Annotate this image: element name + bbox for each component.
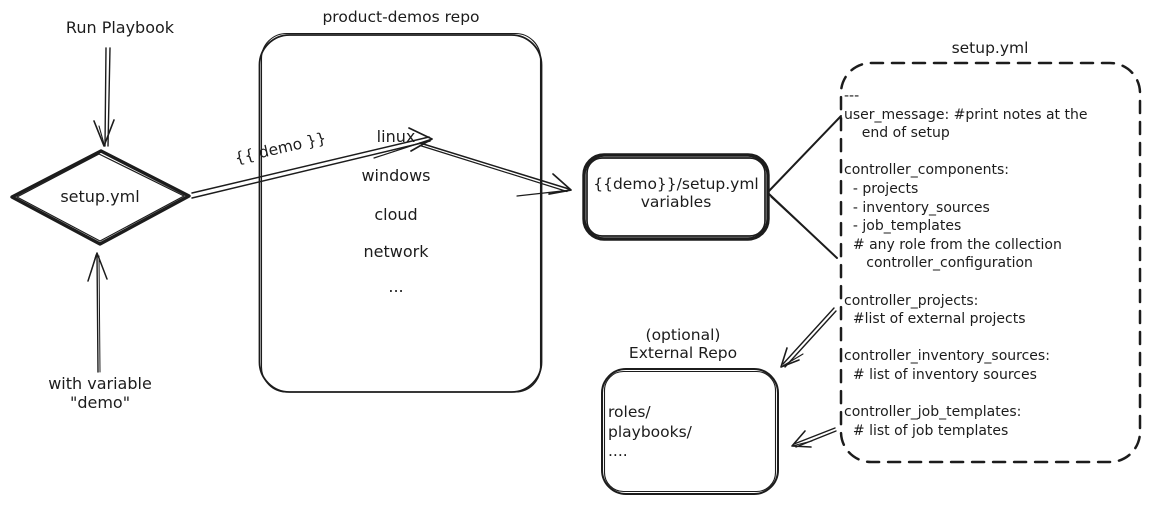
- yaml-line: # list of job templates: [844, 422, 1009, 439]
- external-repo-box-shape: [601, 368, 779, 495]
- with-demo-arrow: [87, 252, 108, 373]
- yaml-line: controller_configuration: [844, 255, 1033, 272]
- repo-item-ellipsis: ...: [388, 277, 404, 296]
- projects-to-external-arrow: [780, 307, 837, 368]
- yaml-line: [844, 386, 1136, 405]
- demo-arrow: [191, 127, 433, 199]
- yaml-line: controller_components:: [844, 162, 1009, 179]
- setup-yml-title: setup.yml: [951, 39, 1029, 57]
- yaml-line: controller_inventory_sources:: [844, 348, 1050, 365]
- diamond-label: setup.yml: [60, 187, 140, 206]
- variables-to-setup-lines: [767, 115, 842, 259]
- with-variable-line2: "demo": [69, 392, 131, 412]
- variables-box-line2: variables: [640, 193, 712, 212]
- variables-box-label: {{demo}}/setup.yml variables: [592, 175, 760, 212]
- repo-item-cloud: cloud: [374, 205, 418, 224]
- jobtemplates-to-external-arrow: [791, 427, 837, 448]
- yaml-line: controller_projects:: [844, 292, 979, 309]
- with-variable-label: with variable "demo": [35, 374, 165, 413]
- yaml-line: end of setup: [844, 125, 950, 142]
- run-playbook-label: Run Playbook: [65, 18, 175, 37]
- yaml-line: [844, 144, 1136, 163]
- run-playbook-arrow: [93, 47, 115, 147]
- setup-diamond-shape: [10, 149, 191, 246]
- repo-box-shape: [258, 32, 543, 393]
- external-repo-content: roles/ playbooks/ ....: [608, 403, 758, 462]
- linux-to-variables-arrow: [419, 142, 572, 197]
- external-repo-item-playbooks: playbooks/: [608, 422, 692, 441]
- yaml-line: - inventory_sources: [844, 199, 990, 216]
- external-repo-item-ellipsis: ....: [608, 442, 628, 460]
- yaml-line: #list of external projects: [844, 311, 1026, 328]
- yaml-line: [844, 274, 1136, 293]
- repo-item-windows: windows: [361, 166, 431, 185]
- repo-item-network: network: [363, 242, 429, 261]
- external-repo-item-roles: roles/: [608, 403, 651, 421]
- variables-box-shape: [582, 153, 770, 241]
- yaml-line: - projects: [844, 180, 919, 197]
- yaml-line: # any role from the collection: [844, 236, 1062, 253]
- yaml-line: [844, 330, 1136, 349]
- yaml-line: # list of inventory sources: [844, 366, 1037, 383]
- external-repo-title-line1: (optional): [645, 326, 721, 344]
- with-variable-line1: with variable: [48, 374, 152, 393]
- variables-box-line1: {{demo}}/setup.yml: [593, 175, 759, 193]
- yaml-line: - job_templates: [844, 218, 962, 235]
- repo-item-linux: linux: [376, 127, 416, 146]
- yaml-line: ---: [844, 88, 860, 104]
- yaml-line: controller_job_templates:: [844, 404, 1022, 421]
- setup-yml-content: --- user_message: #print notes at the en…: [844, 88, 1136, 441]
- external-repo-title-line2: External Repo: [628, 344, 738, 363]
- yaml-line: user_message: #print notes at the: [844, 106, 1088, 123]
- repo-title: product-demos repo: [322, 8, 480, 26]
- external-repo-title: (optional) External Repo: [608, 326, 758, 363]
